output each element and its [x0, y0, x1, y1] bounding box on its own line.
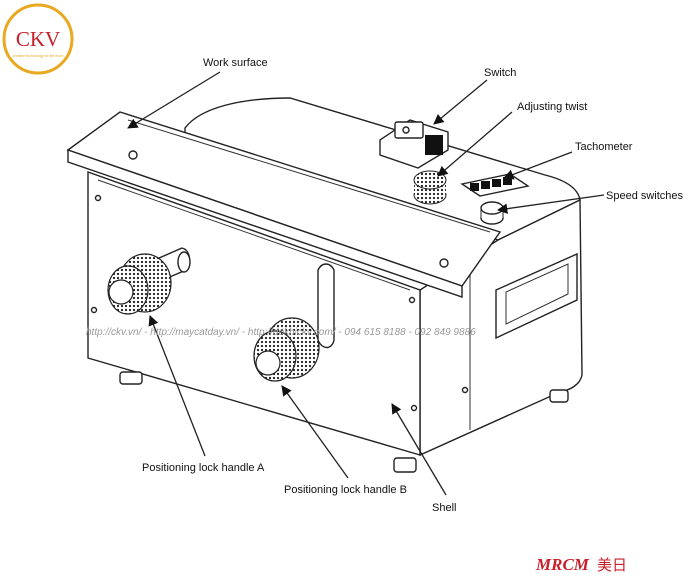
- brand-latin: MRCM: [535, 555, 590, 574]
- foot-left: [119, 371, 143, 385]
- label-work-surface: Work surface: [203, 57, 268, 69]
- ckv-logo: CKV creative technology for life more: [2, 3, 74, 75]
- work-surface-screw: [128, 150, 138, 160]
- foot-right: [549, 389, 569, 403]
- foot-front: [393, 457, 417, 473]
- handle-b-slot: [317, 263, 335, 349]
- callouts: [127, 71, 605, 496]
- watermark-text: http://ckv.vn/ - http://maycatday.vn/ - …: [86, 327, 476, 338]
- callout-tachometer: [503, 151, 573, 180]
- logo-ring: [2, 3, 74, 75]
- callout-shell: [391, 403, 447, 496]
- callout-speed-switches: [496, 194, 605, 214]
- callout-work-surface: [127, 71, 221, 129]
- callout-handle-a: [148, 315, 206, 457]
- handle-a: [107, 247, 191, 315]
- machine: [66, 97, 583, 473]
- work-surface-screw-2: [439, 258, 449, 268]
- brand-cjk: 美日: [597, 556, 627, 574]
- label-tachometer: Tachometer: [575, 141, 633, 153]
- adjusting-twist-knob: [413, 170, 447, 205]
- callout-adjusting-twist: [437, 111, 513, 177]
- front-shell-panel: [87, 171, 421, 456]
- callout-switch: [433, 79, 488, 125]
- logo-tagline: creative technology for life more: [13, 54, 64, 58]
- label-handle-b: Positioning lock handle B: [284, 484, 407, 496]
- power-switch: [379, 119, 449, 169]
- side-slot: [495, 252, 578, 340]
- label-adjusting-twist: Adjusting twist: [517, 101, 587, 113]
- label-speed-switches: Speed switches: [606, 190, 684, 202]
- logo-text: CKV: [16, 27, 60, 51]
- handle-b: [253, 317, 320, 382]
- label-switch: Switch: [484, 67, 516, 79]
- label-handle-a: Positioning lock handle A: [142, 462, 265, 474]
- mrcm-brand: MRCM 美日: [535, 555, 627, 574]
- callout-handle-b: [281, 385, 349, 479]
- speed-switch-knob: [480, 201, 504, 225]
- label-shell: Shell: [432, 502, 456, 514]
